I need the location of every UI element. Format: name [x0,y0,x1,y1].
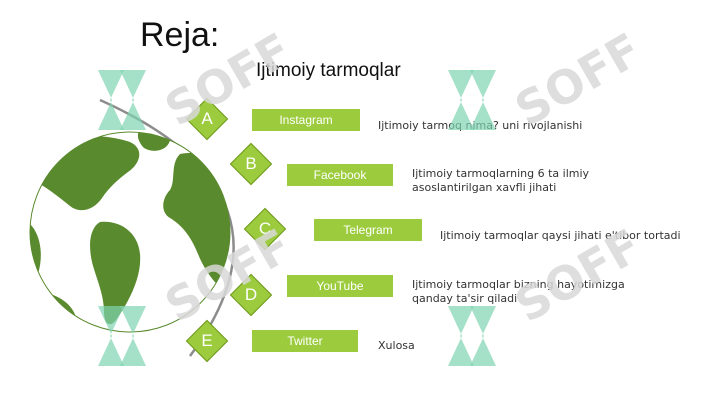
watermark: SOFF [440,218,650,380]
slide-subtitle: Ijtimoiy tarmoqlar [256,60,401,81]
item-b-diamond: B [229,142,273,186]
item-d-diamond: D [229,273,273,317]
item-d-label: YouTube [287,275,393,297]
item-c-diamond: C [243,207,287,251]
item-a-desc: Ijtimoiy tarmoq nima? uni rivojlanishi [378,119,583,132]
item-c-label: Telegram [314,219,422,241]
item-e-label: Twitter [252,330,358,352]
item-b-desc: Ijtimoiy tarmoqlarning 6 ta ilmiy asosla… [412,167,590,194]
item-e-desc: Xulosa [378,339,415,352]
item-a-label: Instagram [252,109,360,131]
item-a-diamond: A [185,97,229,141]
item-b-label: Facebook [287,164,393,186]
item-d-desc: Ijtimoiy tarmoqlar bizning hayotimizga q… [412,278,625,305]
slide-title: Reja: [140,16,220,54]
item-c-desc: Ijtimoiy tarmoqlar qaysi jihati e'tibor … [440,229,681,242]
item-e-diamond: E [185,319,229,363]
globe-icon [29,98,235,357]
soff-logo [448,306,496,366]
globe-graphic [20,94,300,364]
